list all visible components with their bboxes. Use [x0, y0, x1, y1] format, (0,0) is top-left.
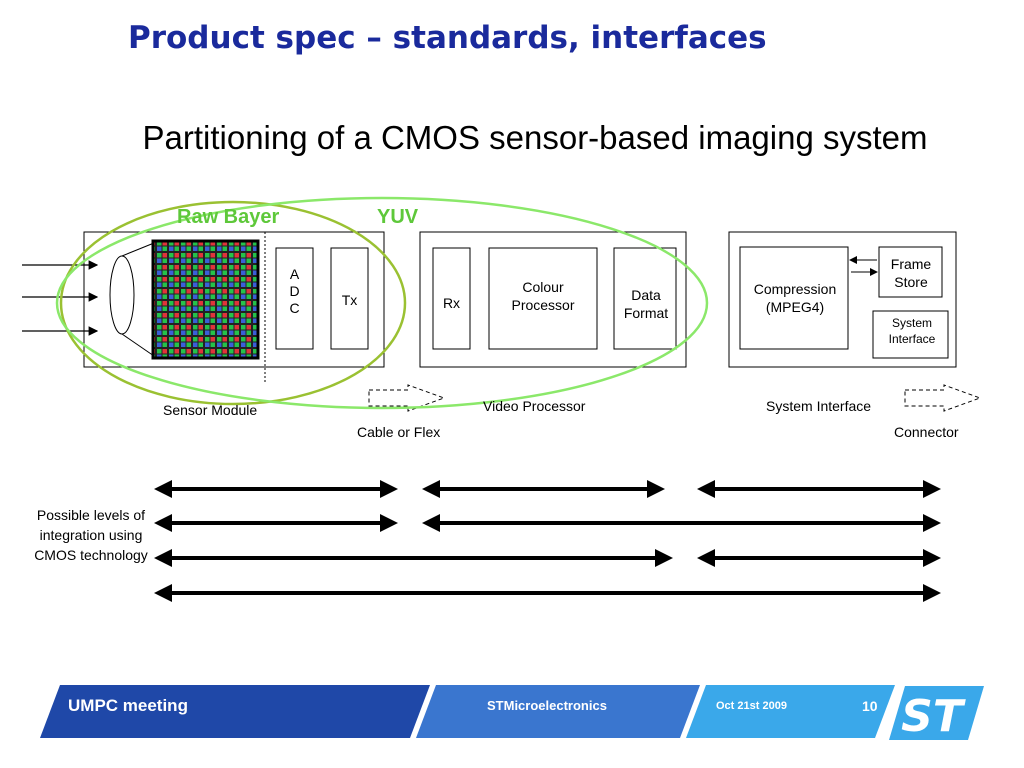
- footer-date: Oct 21st 2009: [716, 700, 787, 712]
- integration-arrow: [154, 549, 673, 567]
- connector-label: Connector: [894, 424, 959, 440]
- footer-company: STMicroelectronics: [487, 698, 607, 713]
- integration-arrow: [422, 514, 941, 532]
- yuv-label: YUV: [377, 206, 419, 228]
- system-interface-block: [872, 310, 949, 359]
- integration-arrow: [154, 480, 398, 498]
- rx-label: Rx: [442, 295, 461, 311]
- adc-block: [275, 247, 314, 350]
- data-format-label: Data Format: [623, 287, 669, 321]
- yuv-ellipse: [55, 196, 709, 410]
- page-number: 10: [862, 698, 878, 714]
- system-interface-block-label: System Interface: [888, 316, 936, 346]
- integration-arrow: [422, 480, 665, 498]
- rx-block: [432, 247, 471, 350]
- integration-arrow: [154, 584, 941, 602]
- data-format-block: [613, 247, 677, 350]
- st-logo: ST: [889, 686, 984, 742]
- sensor-module-box: [83, 231, 385, 368]
- colour-processor-label: Colour Processor: [511, 279, 575, 313]
- cable-label: Cable or Flex: [357, 424, 441, 440]
- cable-arrow: [368, 384, 446, 412]
- footer-band-date: [686, 685, 895, 738]
- colour-processor-block: [488, 247, 598, 350]
- diagram-subtitle: Partitioning of a CMOS sensor-based imag…: [142, 119, 928, 156]
- integration-label: Possible levels of integration using CMO…: [34, 507, 148, 563]
- video-processor-label: Video Processor: [483, 398, 586, 414]
- frame-store-block: [878, 246, 943, 298]
- raw-bayer-label: Raw Bayer: [177, 206, 280, 228]
- system-interface-box: [728, 231, 957, 368]
- footer-band-meeting: [40, 685, 430, 738]
- footer-band-company: [416, 685, 700, 738]
- lens-icon: [109, 255, 135, 335]
- sensor-module-label: Sensor Module: [163, 402, 258, 418]
- bayer-sensor-icon: [151, 239, 260, 360]
- footer-meeting: UMPC meeting: [68, 696, 188, 715]
- system-interface-label: System Interface: [766, 398, 872, 414]
- connector-arrow: [904, 384, 982, 412]
- video-processor-box: [419, 231, 687, 368]
- integration-arrow: [154, 514, 398, 532]
- svg-text:ST: ST: [901, 691, 966, 742]
- compression-label: Compression (MPEG4): [753, 281, 837, 315]
- compression-block: [739, 246, 849, 350]
- raw-bayer-ellipse: [59, 200, 407, 406]
- tx-label: Tx: [341, 292, 358, 308]
- tx-block: [330, 247, 369, 350]
- integration-arrow: [697, 549, 941, 567]
- slide-title: Product spec – standards, interfaces: [128, 20, 767, 56]
- integration-arrow: [697, 480, 941, 498]
- frame-store-label: Frame Store: [890, 256, 932, 290]
